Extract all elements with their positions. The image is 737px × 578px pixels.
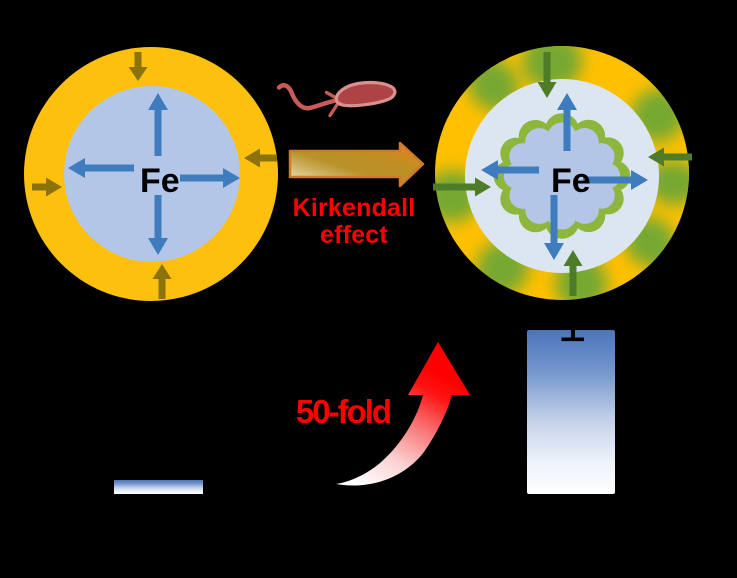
svg-text:50-fold: 50-fold — [296, 393, 390, 430]
svg-text:Fe: Fe — [140, 162, 180, 200]
svg-text:Fe: Fe — [551, 162, 591, 200]
svg-text:Kirkendall: Kirkendall — [293, 194, 416, 222]
svg-text:effect: effect — [320, 221, 388, 249]
